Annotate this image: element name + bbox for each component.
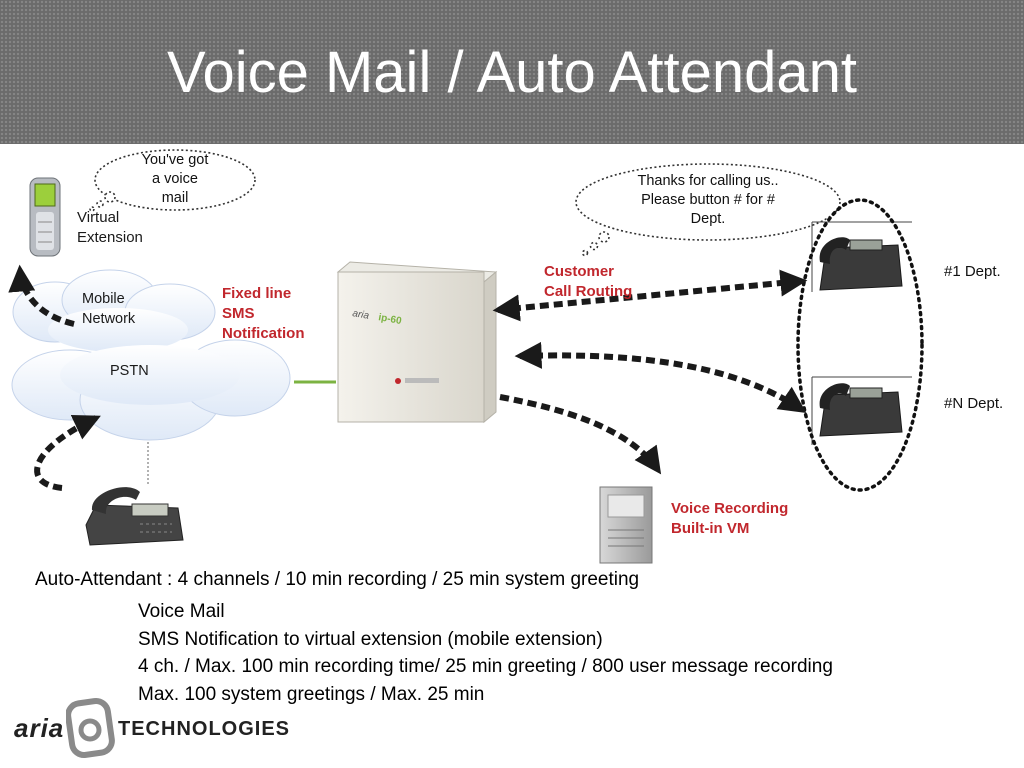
arrow-pbx-to-server <box>499 394 662 475</box>
svg-text:aria: aria <box>351 308 370 322</box>
mobile-network-cloud <box>12 269 216 352</box>
desk-phone-icon <box>85 487 184 546</box>
arrow-phone-to-pstn <box>34 414 101 491</box>
arrow-pstn-to-mobile <box>8 264 75 327</box>
virtual-extension-label: Virtual Extension <box>77 208 143 248</box>
mobile-phone-icon <box>29 177 61 257</box>
left-bubble-text: You've got a voice mail <box>115 151 235 208</box>
pstn-label: PSTN <box>110 363 149 379</box>
note-line: SMS Notification to virtual extension (m… <box>138 628 603 650</box>
note-line: 4 ch. / Max. 100 min recording time/ 25 … <box>138 656 833 677</box>
note-line: Voice Mail <box>138 601 225 622</box>
voicemail-server-icon <box>599 486 653 564</box>
label-line: Voice Recording <box>671 500 789 517</box>
label-line: Virtual <box>77 209 120 226</box>
label-line: Extension <box>77 229 143 246</box>
right-bubble-line: Thanks for calling us.. <box>637 173 779 189</box>
fixed-line-sms-label: Fixed line SMS Notification <box>222 284 305 344</box>
arrow-pbx-to-dept-1 <box>492 269 808 322</box>
dept-n-label: #N Dept. <box>944 395 1004 412</box>
customer-call-routing-label: Customer Call Routing <box>544 262 632 302</box>
pbx-ip60-icon: aria ip-60 <box>294 261 498 424</box>
label-line: Customer <box>544 263 615 280</box>
left-thought-bubble <box>89 149 256 212</box>
mobile-network-label: Mobile Network <box>82 289 135 329</box>
dept-1-label: #1 Dept. <box>944 263 1001 280</box>
label-line: Fixed line <box>222 285 292 302</box>
note-line: Max. 100 system greetings / Max. 25 min <box>138 683 485 705</box>
title-bar: Voice Mail / Auto Attendant <box>0 0 1024 144</box>
slide-title: Voice Mail / Auto Attendant <box>166 40 858 105</box>
logo-aria-text: aria <box>14 713 65 743</box>
right-bubble-line: Dept. <box>690 211 726 227</box>
left-bubble-line: mail <box>161 190 189 206</box>
pstn-cloud <box>11 339 291 441</box>
logo-technologies-text: TECHNOLOGIES <box>118 718 291 740</box>
label-line: Call Routing <box>544 283 633 300</box>
left-bubble-line: You've got <box>141 152 209 168</box>
arrow-pbx-to-dept-n <box>514 341 807 414</box>
label-line: Built-in VM <box>671 520 750 537</box>
right-bubble-text: Thanks for calling us.. Please button # … <box>598 172 818 229</box>
right-thought-bubble <box>575 163 841 257</box>
label-line: SMS <box>222 305 255 322</box>
left-bubble-line: a voice <box>152 171 198 187</box>
aria-logo-mark <box>66 698 115 758</box>
voice-mail-notes: Voice Mail SMS Notification to virtual e… <box>138 598 833 708</box>
right-bubble-line: Please button # for # <box>641 192 775 208</box>
label-line: Network <box>82 311 136 327</box>
dept-1-phone-icon <box>811 221 912 292</box>
label-line: Notification <box>222 325 305 342</box>
dept-n-phone-icon <box>811 376 912 445</box>
auto-attendant-note: Auto-Attendant : 4 channels / 10 min rec… <box>35 569 640 590</box>
svg-text:ip-60: ip-60 <box>377 312 402 327</box>
voice-recording-label: Voice Recording Built-in VM <box>671 499 788 539</box>
label-line: Mobile <box>82 291 125 307</box>
